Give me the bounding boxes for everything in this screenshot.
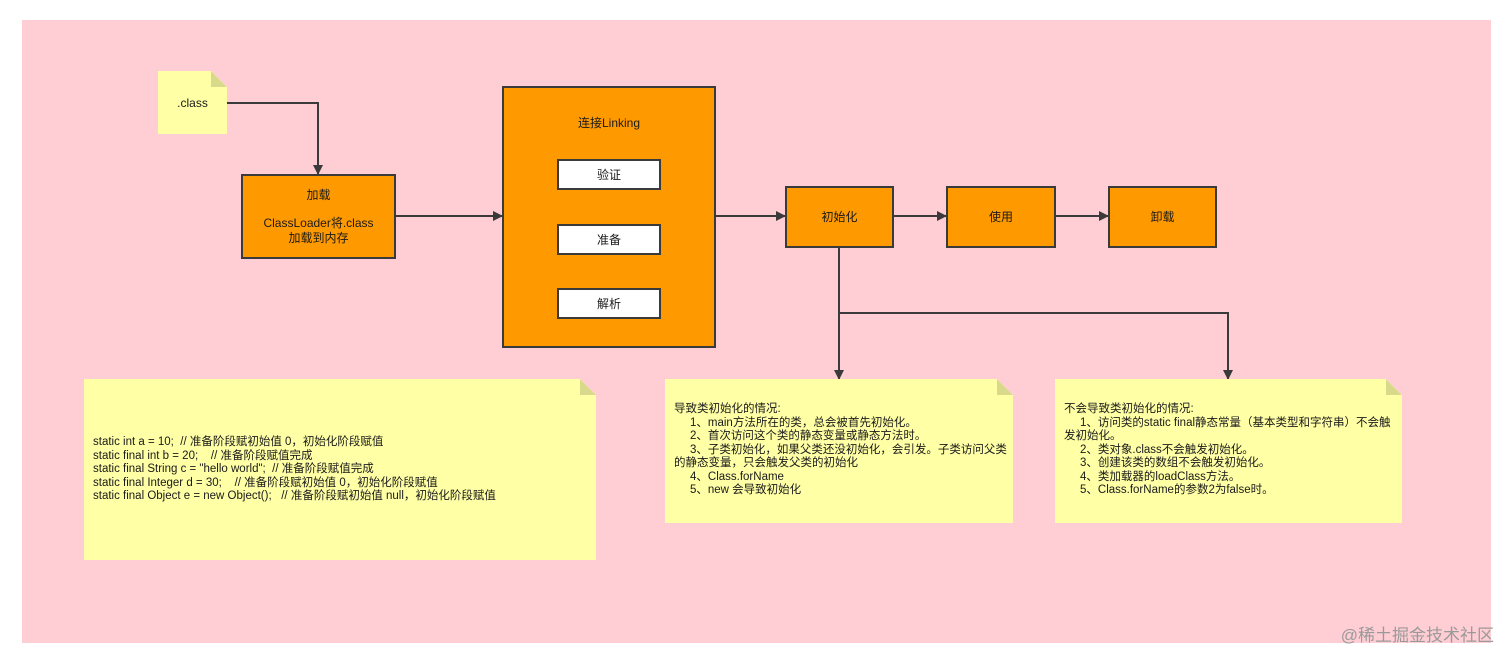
linking-step-prepare: 准备 (557, 224, 661, 255)
code-line: static final Integer d = 30; // 准备阶段赋初始值… (93, 476, 438, 489)
trigger-item: 3、子类初始化，如果父类还没初始化，会引发。子类访问父类的静态变量，只会触发父类… (674, 443, 1007, 469)
class-file-label: .class (177, 95, 208, 110)
prepare-label: 准备 (596, 233, 621, 247)
no-trigger-item: 2、类对象.class不会触发初始化。 (1080, 443, 1254, 456)
unload-stage-box: 卸载 (1108, 186, 1217, 248)
init-trigger-note: 导致类初始化的情况: 1、main方法所在的类，总会被首先初始化。 2、首次访问… (665, 379, 1013, 523)
code-note: static int a = 10; // 准备阶段赋初始值 0，初始化阶段赋值… (84, 379, 596, 560)
arrow-init-to-no-trigger-note (839, 312, 1233, 380)
load-stage-title: 加载 (306, 187, 331, 202)
no-init-trigger-note: 不会导致类初始化的情况: 1、访问类的static final静态常量（基本类型… (1055, 379, 1402, 523)
code-line: static final Object e = new Object(); //… (93, 490, 496, 502)
unload-stage-label: 卸载 (1150, 209, 1175, 224)
watermark: @稀土掘金技术社区 (1340, 626, 1494, 645)
trigger-item: 5、new 会导致初始化 (690, 484, 802, 496)
no-trigger-item: 4、类加载器的loadClass方法。 (1080, 470, 1241, 483)
trigger-item: 1、main方法所在的类，总会被首先初始化。 (690, 416, 917, 429)
load-stage-box: 加载 ClassLoader将.class加载到内存 (241, 174, 396, 259)
resolve-label: 解析 (596, 297, 621, 311)
no-trigger-item: 1、访问类的static final静态常量（基本类型和字符串）不会触发初始化。 (1064, 416, 1391, 442)
code-line: static final int b = 20; // 准备阶段赋值完成 (93, 449, 313, 462)
load-stage-desc: ClassLoader将.class加载到内存 (263, 215, 374, 245)
linking-stage-title: 连接Linking (577, 116, 641, 130)
init-stage-box: 初始化 (785, 186, 894, 248)
use-stage-box: 使用 (946, 186, 1056, 248)
linking-step-resolve: 解析 (557, 288, 661, 319)
verify-label: 验证 (596, 168, 621, 182)
code-line: static int a = 10; // 准备阶段赋初始值 0，初始化阶段赋值 (93, 436, 384, 448)
no-trigger-note-title: 不会导致类初始化的情况: (1064, 403, 1194, 415)
init-stage-label: 初始化 (821, 209, 858, 224)
trigger-item: 2、首次访问这个类的静态变量或静态方法时。 (690, 430, 927, 442)
no-trigger-item: 3、创建该类的数组不会触发初始化。 (1080, 457, 1271, 469)
code-line: static final String c = "hello world"; /… (93, 463, 374, 475)
class-file-note: .class (158, 71, 227, 134)
use-stage-label: 使用 (988, 209, 1013, 224)
trigger-item: 4、Class.forName (690, 470, 784, 483)
linking-step-verify: 验证 (557, 159, 661, 190)
arrow-class-to-load (227, 102, 323, 175)
no-trigger-item: 5、Class.forName的参数2为false时。 (1080, 484, 1274, 496)
trigger-note-title: 导致类初始化的情况: (674, 403, 781, 415)
